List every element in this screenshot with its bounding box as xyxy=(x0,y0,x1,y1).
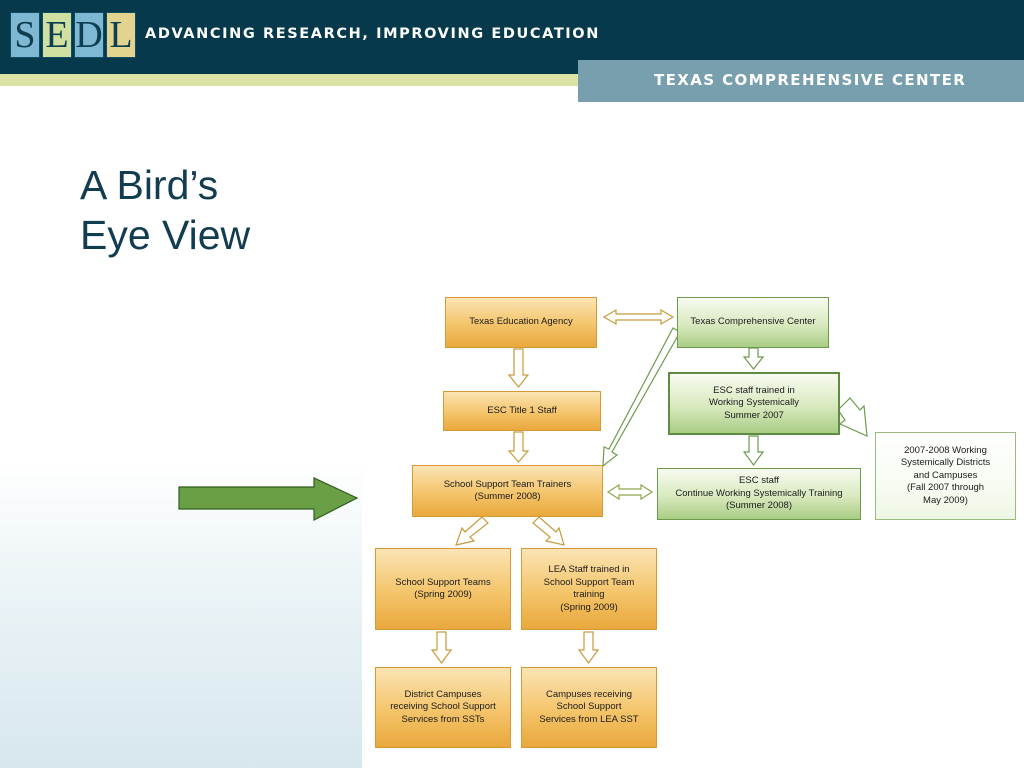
header-accent-line xyxy=(0,74,578,86)
arrow-tea-tcc xyxy=(602,308,675,326)
node-campuses-lea-sst: Campuses receiving School Support Servic… xyxy=(521,667,657,748)
node-label: School Support Team Trainers (Summer 200… xyxy=(443,478,572,503)
center-name-bar: TEXAS COMPREHENSIVE CENTER xyxy=(578,60,1024,102)
arrow-trainers-sst xyxy=(455,516,489,546)
slide-title-line-1: A Bird’s xyxy=(80,162,219,208)
arrow-lea-campuses xyxy=(577,631,600,665)
center-name: TEXAS COMPREHENSIVE CENTER xyxy=(654,71,967,89)
sedl-logo: S E D L xyxy=(10,12,138,60)
node-label: ESC staff Continue Working Systemically … xyxy=(675,475,843,512)
slide-title: A Bird’s Eye View xyxy=(80,160,250,260)
logo-letter-s: S xyxy=(10,12,40,58)
arrow-sst-district xyxy=(430,631,453,665)
background-gradient xyxy=(0,460,362,768)
node-district-campuses: District Campuses receiving School Suppo… xyxy=(375,667,511,748)
slide-title-line-2: Eye View xyxy=(80,212,251,258)
logo-letter-d: D xyxy=(74,12,104,58)
node-label: LEA Staff trained in School Support Team… xyxy=(543,564,635,613)
logo-letter-l: L xyxy=(106,12,136,58)
node-working-systemically-districts: 2007-2008 Working Systemically Districts… xyxy=(875,432,1016,520)
node-esc-title1-staff: ESC Title 1 Staff xyxy=(443,391,601,431)
node-texas-education-agency: Texas Education Agency xyxy=(445,297,597,348)
node-label: School Support Teams (Spring 2009) xyxy=(395,576,491,601)
arrow-tcc-esc-trained xyxy=(742,347,765,370)
pointer-arrow xyxy=(178,477,359,521)
node-label: Texas Comprehensive Center xyxy=(690,316,816,328)
node-label: ESC Title 1 Staff xyxy=(487,404,557,416)
header-bar: S E D L ADVANCING RESEARCH, IMPROVING ED… xyxy=(0,0,1024,74)
node-label: Texas Education Agency xyxy=(469,316,573,328)
node-texas-comprehensive-center: Texas Comprehensive Center xyxy=(677,297,829,348)
arrow-tea-esc-title1 xyxy=(507,348,530,388)
arrow-tcc-trainers xyxy=(602,327,681,468)
arrow-title1-trainers xyxy=(507,431,530,463)
node-label: 2007-2008 Working Systemically Districts… xyxy=(900,444,991,506)
node-school-support-teams: School Support Teams (Spring 2009) xyxy=(375,548,511,630)
arrow-trainers-lea xyxy=(532,516,565,546)
logo-letter-e: E xyxy=(42,12,72,58)
node-label: ESC staff trained in Working Systemicall… xyxy=(708,384,800,421)
header-tagline: ADVANCING RESEARCH, IMPROVING EDUCATION xyxy=(145,26,600,42)
node-esc-staff-continue: ESC staff Continue Working Systemically … xyxy=(657,468,861,520)
arrow-esc-trained-districts xyxy=(837,397,868,437)
node-lea-staff-trained: LEA Staff trained in School Support Team… xyxy=(521,548,657,630)
node-label: Campuses receiving School Support Servic… xyxy=(539,688,639,725)
node-label: District Campuses receiving School Suppo… xyxy=(390,688,496,725)
node-esc-staff-trained: ESC staff trained in Working Systemicall… xyxy=(668,372,840,435)
arrow-esc-trained-continue xyxy=(742,435,765,467)
node-sst-trainers: School Support Team Trainers (Summer 200… xyxy=(412,465,603,517)
arrow-trainers-esc-continue xyxy=(606,483,654,501)
